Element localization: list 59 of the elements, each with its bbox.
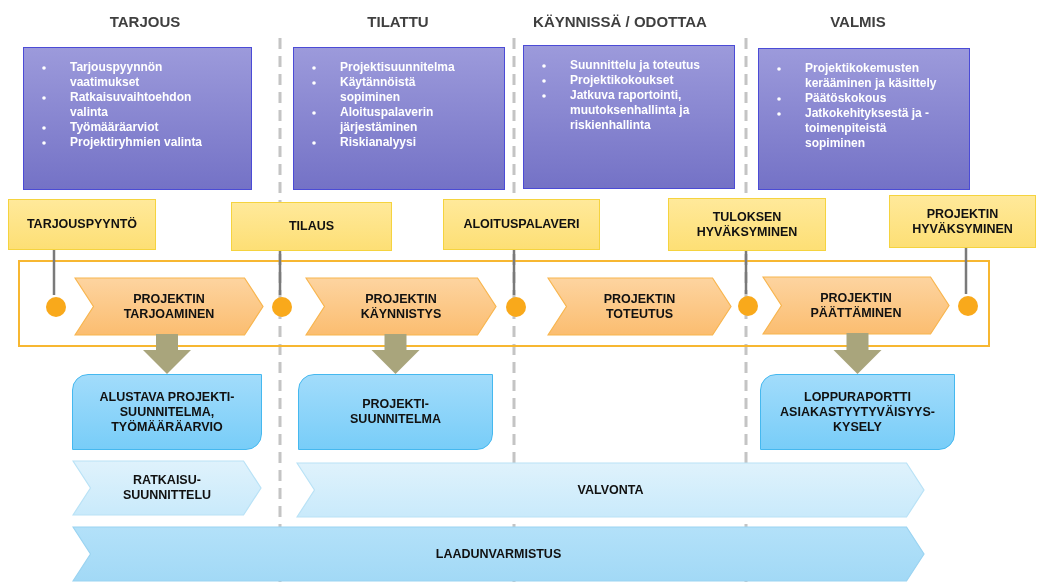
milestone-label: TILAUS bbox=[287, 219, 336, 234]
column-heading: TILATTU bbox=[366, 13, 430, 30]
list-item: Riskianalyysi bbox=[340, 135, 418, 150]
column-heading: VALMIS bbox=[829, 13, 887, 30]
deliverable-label: ALUSTAVA PROJEKTI- SUUNNITELMA, TYÖMÄÄRÄARVIO bbox=[98, 389, 236, 435]
milestone-dot bbox=[46, 297, 66, 317]
column-heading: TARJOUS bbox=[108, 13, 182, 30]
milestone-box bbox=[889, 195, 1036, 248]
milestone-label: TARJOUSPYYNTÖ bbox=[25, 217, 139, 232]
milestone-box bbox=[443, 199, 600, 250]
list-item: Päätöskokous bbox=[805, 91, 888, 106]
milestone-dot bbox=[958, 296, 978, 316]
down-arrow bbox=[833, 333, 882, 374]
down-arrow bbox=[143, 334, 191, 374]
deliverable-label: PROJEKTI- SUUNNITELMA bbox=[349, 397, 442, 427]
activity-label: VALVONTA bbox=[576, 482, 645, 498]
milestone-dot bbox=[272, 297, 292, 317]
list-item: Työmääräarviot bbox=[70, 120, 160, 135]
list-item: Suunnittelu ja toteutus bbox=[570, 58, 701, 73]
list-item: Jatkokehityksestä ja -toimenpiteistä sopiminen bbox=[805, 106, 931, 151]
connector-line bbox=[964, 248, 968, 294]
connector-line bbox=[744, 251, 748, 294]
milestone-box bbox=[231, 202, 392, 251]
task-list-box bbox=[758, 48, 970, 190]
connector-line bbox=[278, 251, 282, 295]
list-item: Aloituspalaverin järjestäminen bbox=[340, 105, 435, 135]
connector-line bbox=[52, 250, 56, 295]
column-heading: KÄYNNISSÄ / ODOTTAA bbox=[532, 13, 708, 30]
milestone-box bbox=[8, 199, 156, 250]
connector-line bbox=[512, 250, 516, 295]
milestone-dot bbox=[738, 296, 758, 316]
milestone-dot bbox=[506, 297, 526, 317]
milestone-label: PROJEKTIN HYVÄKSYMINEN bbox=[911, 206, 1014, 237]
list-item: Käytännöistä sopiminen bbox=[340, 75, 417, 105]
phase-label: PROJEKTIN TARJOAMINEN bbox=[122, 291, 216, 322]
list-item: Projektiryhmien valinta bbox=[70, 135, 204, 150]
deliverable-box bbox=[72, 374, 262, 450]
deliverable-label: LOPPURAPORTTI ASIAKASTYYTYVÄISYYS- KYSELY bbox=[779, 389, 936, 435]
task-list-box bbox=[293, 47, 505, 190]
activity-label: LAADUNVARMISTUS bbox=[434, 546, 563, 562]
list-item: Tarjouspyynnön vaatimukset bbox=[70, 60, 164, 90]
deliverable-box bbox=[760, 374, 955, 450]
list-item: Projektikokoukset bbox=[570, 73, 675, 88]
list-item: Jatkuva raportointi, muutoksenhallinta ja riskienhallinta bbox=[570, 88, 691, 133]
phase-label: PROJEKTIN PÄÄTTÄMINEN bbox=[809, 290, 903, 321]
milestone-label: TULOKSEN HYVÄKSYMINEN bbox=[695, 209, 799, 240]
milestone-label: ALOITUSPALAVERI bbox=[462, 217, 581, 232]
list-item: Projektikokemusten kerääminen ja käsittely bbox=[805, 61, 938, 91]
list-item: Projektisuunnitelma bbox=[340, 60, 456, 75]
activity-label: RATKAISU- SUUNNITTELU bbox=[121, 473, 213, 503]
deliverable-box bbox=[298, 374, 493, 450]
list-item: Ratkaisuvaihtoehdon valinta bbox=[70, 90, 193, 120]
phase-frame bbox=[18, 260, 990, 347]
phase-label: PROJEKTIN KÄYNNISTYS bbox=[359, 291, 443, 322]
milestone-box bbox=[668, 198, 826, 251]
down-arrow bbox=[371, 334, 420, 374]
task-list-box bbox=[23, 47, 252, 190]
task-list-box bbox=[523, 45, 735, 189]
phase-label: PROJEKTIN TOTEUTUS bbox=[602, 291, 677, 322]
